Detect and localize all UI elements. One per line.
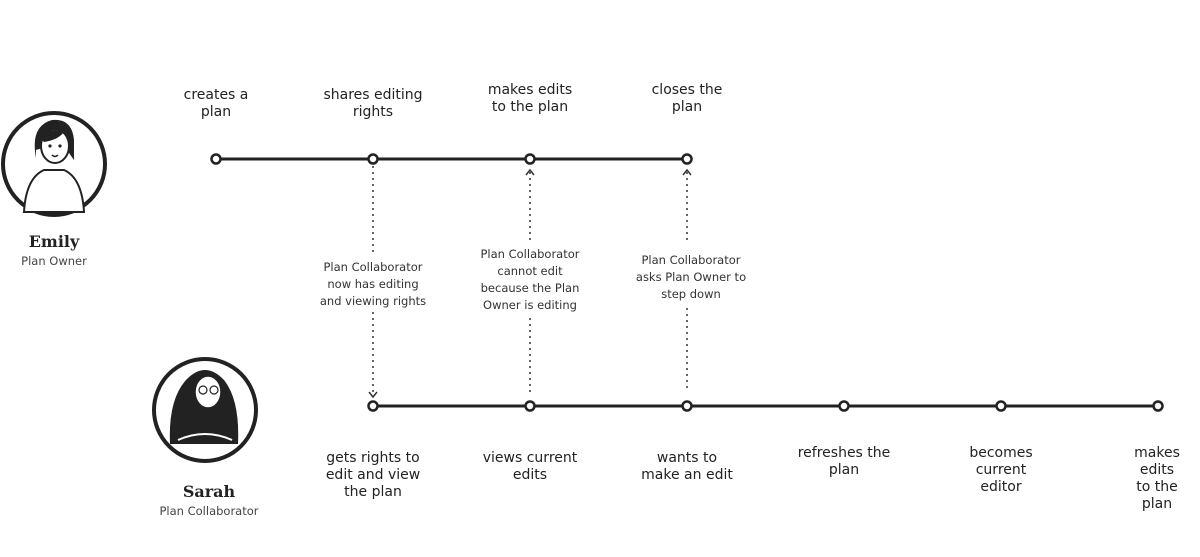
emily-node-3 <box>524 153 536 165</box>
sarah-role: Plan Collaborator <box>159 504 259 518</box>
sarah-name: Sarah <box>182 482 236 501</box>
connector-share <box>368 166 378 399</box>
sarah-step-6: makes edits to the plan <box>1134 445 1180 512</box>
sarah-step-2: views current edits <box>482 450 578 483</box>
sarah-node-5 <box>995 400 1007 412</box>
emily-node-4 <box>681 153 693 165</box>
emily-step-3: makes edits to the plan <box>487 82 573 115</box>
sarah-node-3 <box>681 400 693 412</box>
sarah-step-4: refreshes the plan <box>797 445 891 478</box>
emily-step-1: creates a plan <box>183 87 249 120</box>
emily-node-2 <box>367 153 379 165</box>
emily-nodes <box>210 153 693 165</box>
note-cannot-edit: Plan Collaborator cannot edit because th… <box>480 244 580 316</box>
sarah-node-4 <box>838 400 850 412</box>
sarah-node-2 <box>524 400 536 412</box>
note-editing-rights: Plan Collaborator now has editing and vi… <box>319 257 427 312</box>
note-ask-step-down: Plan Collaborator asks Plan Owner to ste… <box>635 250 747 305</box>
emily-name: Emily <box>28 232 80 251</box>
sarah-node-6 <box>1152 400 1164 412</box>
emily-role: Plan Owner <box>21 254 87 268</box>
emily-step-2: shares editing rights <box>323 87 423 120</box>
emily-step-4: closes the plan <box>651 82 723 115</box>
connector-blocked <box>525 168 535 392</box>
emily-node-1 <box>210 153 222 165</box>
sarah-avatar <box>152 357 258 463</box>
sarah-step-3: wants to make an edit <box>641 450 733 483</box>
sarah-step-5: becomes current editor <box>969 445 1033 495</box>
connector-request <box>682 168 692 392</box>
emily-avatar <box>1 111 107 217</box>
sarah-step-1: gets rights to edit and view the plan <box>325 450 421 500</box>
sarah-nodes <box>367 400 1164 412</box>
sarah-node-1 <box>367 400 379 412</box>
